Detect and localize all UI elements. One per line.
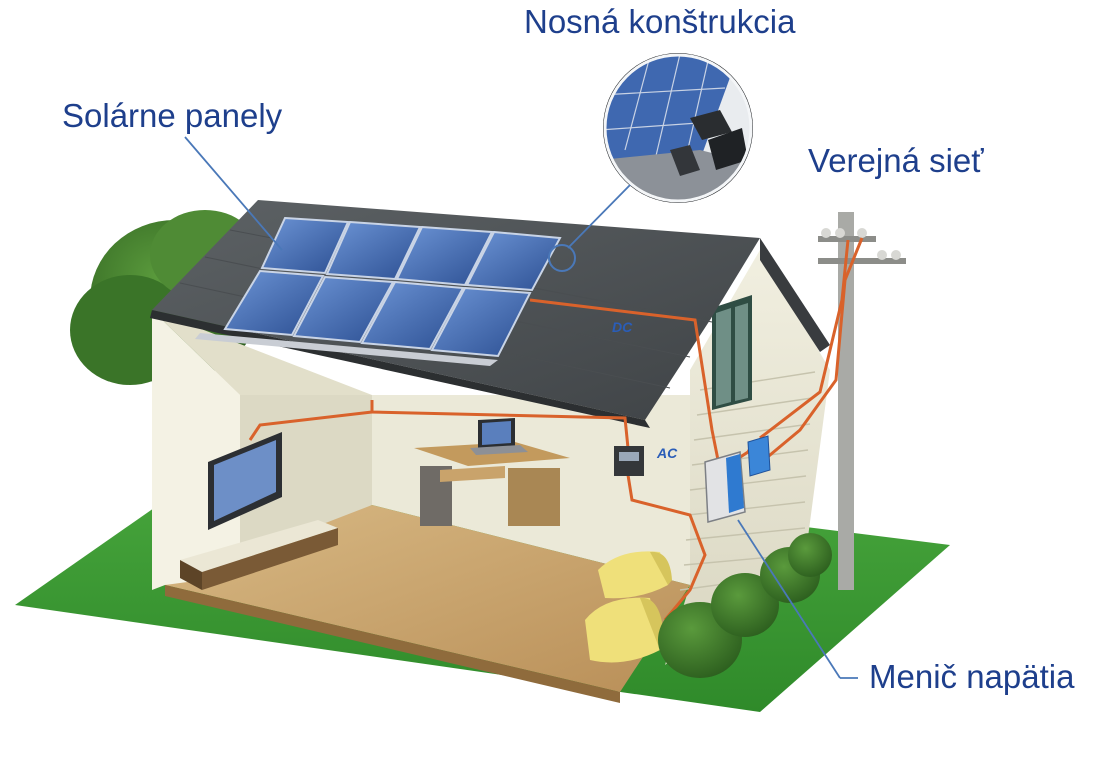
left-wall-cut — [152, 310, 372, 395]
dc-wire-tag: DC — [612, 319, 633, 335]
solar-panel-array — [195, 216, 562, 366]
bench — [180, 520, 338, 590]
tv — [208, 432, 282, 530]
mount-bracket-marker — [548, 244, 576, 272]
inverter-device — [704, 435, 771, 523]
wiring — [248, 237, 864, 621]
meter-box — [614, 446, 644, 476]
armchairs — [585, 551, 672, 663]
roof-right-slope — [760, 238, 830, 352]
roof-eave — [150, 310, 650, 428]
label-inverter: Menič napätia — [869, 658, 1075, 695]
label-public-grid: Verejná sieť — [808, 142, 984, 179]
floor-edge — [165, 585, 620, 703]
label-solar-panels: Solárne panely — [62, 97, 283, 134]
leader-lines — [184, 136, 858, 679]
mount-zoom-inset — [603, 53, 753, 203]
house-window — [712, 295, 752, 410]
desk — [414, 418, 570, 526]
label-mount-structure: Nosná konštrukcia — [524, 3, 796, 40]
bushes — [658, 533, 832, 678]
ac-wire-tag: AC — [656, 445, 678, 461]
